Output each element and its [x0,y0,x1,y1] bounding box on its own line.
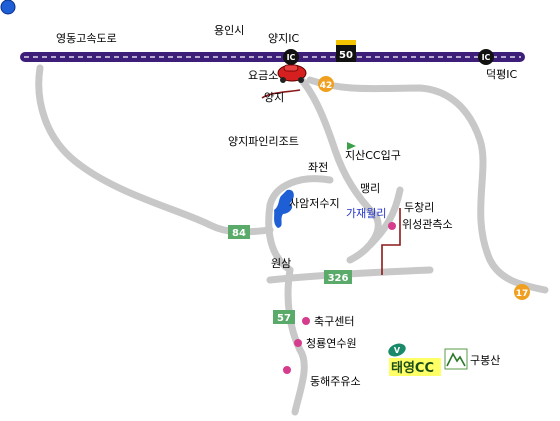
lake-icon [274,189,294,228]
label-sawon-lake: 사암저수지 [289,197,340,210]
label-yongin: 용인시 [214,24,244,37]
destination-highlight [389,358,441,376]
poi-dot-cheongryong [294,339,302,347]
road-left [35,64,274,236]
svg-text:57: 57 [277,313,291,324]
label-maengni: 맹리 [360,182,380,195]
label-wonsam: 원삼 [271,257,291,270]
label-donghae-gas: 동해주유소 [310,374,361,388]
expressway [20,52,525,62]
flag-icon [347,142,356,150]
label-jwajeon: 좌전 [308,161,328,174]
road-lake-loop [265,175,334,274]
poi-dot-gajae [388,222,396,230]
svg-text:IC: IC [482,53,491,62]
label-pine-resort: 양지파인리조트 [228,135,299,148]
svg-text:50: 50 [339,50,353,61]
label-cheongryong: 청룡연수원 [306,337,357,350]
road-satellite [366,186,404,249]
route-shield-84: 84 [228,225,250,239]
compass-icon [0,0,16,15]
route-shield-57: 57 [273,310,295,324]
svg-text:326: 326 [328,273,349,284]
ic-badge-deokpyeong[interactable]: IC [478,49,494,65]
label-gajae: 가재월리 [346,207,386,220]
car-icon [277,64,307,83]
route-shield-42: 42 [318,76,334,92]
destination-label[interactable]: 태영CC [391,361,434,376]
local-road-duchang [381,208,401,275]
local-roads [261,89,401,275]
svg-text:84: 84 [232,228,246,239]
label-expressway: 영동고속도로 [56,32,117,45]
svg-text:V: V [394,346,401,355]
poi-dot-donghae [283,366,291,374]
label-satellite: 위성관측소 [402,218,453,231]
road-right [306,76,549,294]
route-shield-326: 326 [324,270,352,284]
route-shield-17: 17 [514,284,530,300]
svg-text:IC: IC [287,53,296,62]
local-road-yangji [261,89,301,99]
label-gubongsan: 구봉산 [470,354,500,367]
label-deokpyeong-ic[interactable]: 덕평IC [486,68,517,81]
label-soccer-center: 축구센터 [314,315,354,328]
road-south [284,266,308,416]
label-duchang: 두창리 [404,201,434,214]
label-tollgate: 요금소 [248,69,278,82]
svg-text:42: 42 [320,81,333,91]
label-yangji: 양지 [264,91,284,104]
ic-badge-yangji[interactable]: IC [283,49,299,65]
expressway-shield-50: 50 [336,40,356,62]
svg-text:17: 17 [516,289,529,299]
label-yangji-ic[interactable]: 양지IC [268,32,299,45]
poi-dot-soccer [302,317,310,325]
label-jisan-cc: 지산CC입구 [345,149,401,162]
mountain-icon [444,348,468,370]
golf-badge-icon: V [388,343,406,357]
